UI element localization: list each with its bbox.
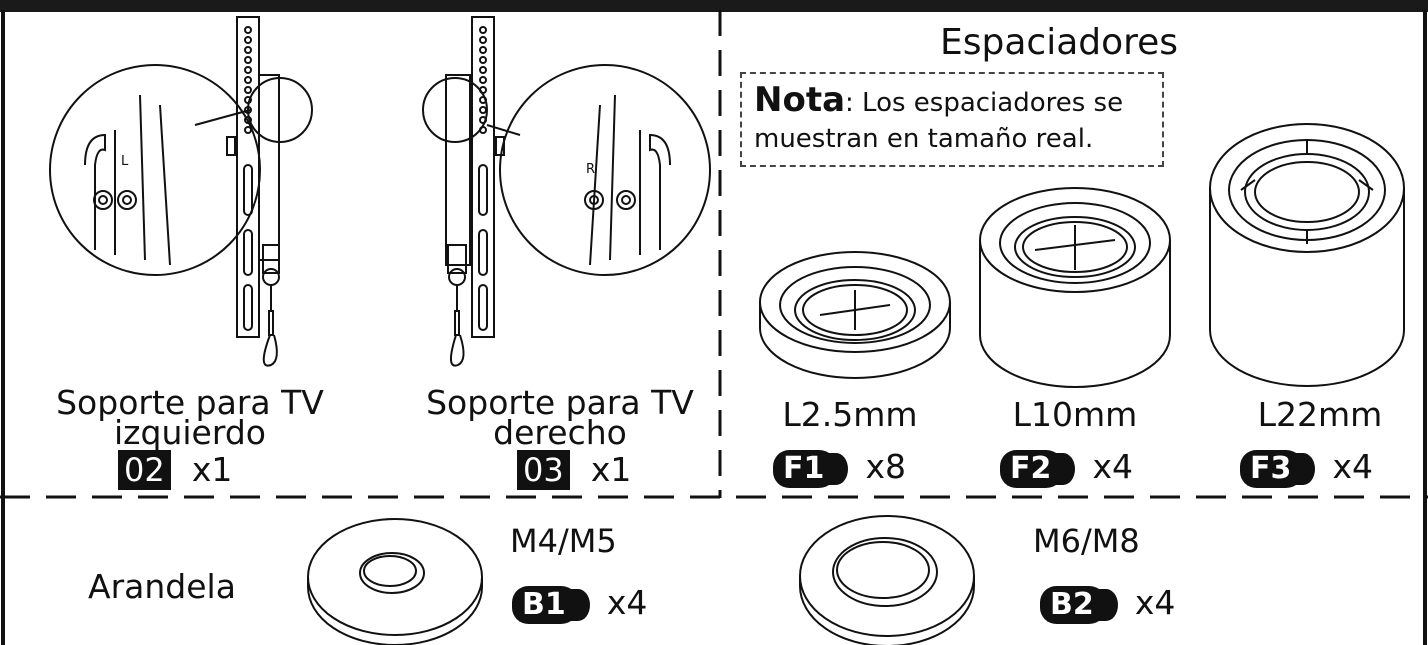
spacer-f2-qty-row: F2 x4 <box>1000 447 1133 488</box>
part-quantity: x8 <box>865 447 906 486</box>
part-quantity: x4 <box>1332 447 1373 486</box>
washer-b2-size: M6/M8 <box>1033 522 1140 560</box>
spacer-f1-length: L2.5mm <box>782 395 918 434</box>
washer-b2-drawing <box>799 515 975 645</box>
spacer-f3-length: L22mm <box>1257 395 1383 434</box>
spacer-f2-drawing <box>979 187 1171 388</box>
washer-label: Arandela <box>88 567 236 606</box>
spacer-f3-qty-row: F3 x4 <box>1240 447 1373 488</box>
note-text-line2: muestran en tamaño real. <box>754 124 1094 154</box>
spacer-f3-drawing <box>1209 123 1405 387</box>
part-quantity: x1 <box>590 450 632 489</box>
bracket-side-letter: R <box>586 162 595 177</box>
part-code-badge: B1 <box>512 586 590 624</box>
right-bracket-qty-row: 03 x1 <box>517 450 631 490</box>
left-bracket-qty-row: 02 x1 <box>118 450 232 490</box>
washer-b1-qty-row: B1 x4 <box>512 583 647 624</box>
part-code-badge: 03 <box>517 450 570 490</box>
right-bracket-name-line1: Soporte para TV <box>426 383 694 422</box>
spacer-f1-drawing <box>759 251 951 379</box>
part-code-badge: F1 <box>773 450 849 488</box>
right-tv-bracket-drawing: R <box>422 16 711 367</box>
spacer-f2-length: L10mm <box>1012 395 1138 434</box>
part-code-badge: F2 <box>1000 450 1076 488</box>
part-code-badge: B2 <box>1040 586 1118 624</box>
note-text-line1: : Los espaciadores se <box>845 88 1124 118</box>
right-bracket-name: Soporte para TV derecho <box>390 383 730 452</box>
spacers-title: Espaciadores <box>940 22 1179 63</box>
washer-b1-size: M4/M5 <box>510 522 617 560</box>
note-title: Nota <box>754 80 846 120</box>
part-code-badge: 02 <box>118 450 171 490</box>
washer-b2-qty-row: B2 x4 <box>1040 583 1175 624</box>
left-tv-bracket-drawing: L <box>49 16 313 367</box>
left-bracket-name-line1: Soporte para TV <box>56 383 324 422</box>
part-quantity: x4 <box>1092 447 1133 486</box>
right-bracket-name-line2: derecho <box>493 413 627 452</box>
left-bracket-name-line2: izquierdo <box>114 413 266 452</box>
bracket-side-letter: L <box>121 154 129 169</box>
washer-b1-drawing <box>307 518 483 645</box>
spacers-note: Nota: Los espaciadores se muestran en ta… <box>740 72 1164 167</box>
part-code-badge: F3 <box>1240 450 1316 488</box>
part-quantity: x4 <box>1134 583 1176 622</box>
part-quantity: x4 <box>606 583 648 622</box>
bracket-holes <box>479 26 487 134</box>
part-quantity: x1 <box>191 450 233 489</box>
left-bracket-name: Soporte para TV izquierdo <box>20 383 360 452</box>
spacer-f1-qty-row: F1 x8 <box>773 447 906 488</box>
bracket-holes <box>244 26 252 134</box>
